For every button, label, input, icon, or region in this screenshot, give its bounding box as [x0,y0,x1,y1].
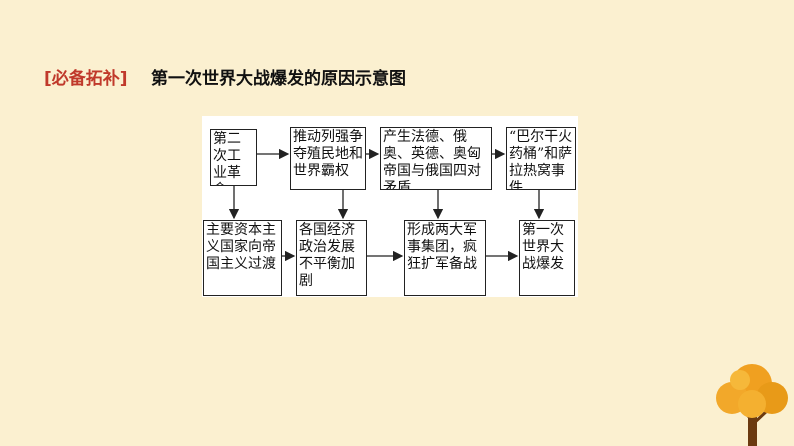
diagram-panel: 第二次工业革命 推动列强争夺殖民地和世界霸权 产生法德、俄奥、英德、奥匈帝国与俄… [202,116,578,297]
section-tag: [必备拓补] [44,69,128,89]
node-second-industrial-revolution: 第二次工业革命 [210,129,257,186]
autumn-tree-icon [716,364,788,446]
connector-layer [228,148,545,262]
node-colonial-competition: 推动列强争夺殖民地和世界霸权 [290,127,366,190]
node-military-blocs: 形成两大军事集团，疯狂扩军备战 [404,220,486,296]
slide-heading: [必备拓补] 第一次世界大战爆发的原因示意图 [44,64,406,89]
node-war-outbreak: 第一次世界大战爆发 [519,220,575,296]
node-imperialism-transition: 主要资本主义国家向帝国主义过渡 [203,220,282,296]
node-balkan-sarajevo: “巴尔干火药桶”和萨拉热窝事件 [506,127,576,190]
node-four-conflicts: 产生法德、俄奥、英德、奥匈帝国与俄国四对矛盾 [380,127,492,190]
diagram-title: 第一次世界大战爆发的原因示意图 [150,69,406,89]
node-uneven-development: 各国经济政治发展不平衡加剧 [296,220,367,296]
